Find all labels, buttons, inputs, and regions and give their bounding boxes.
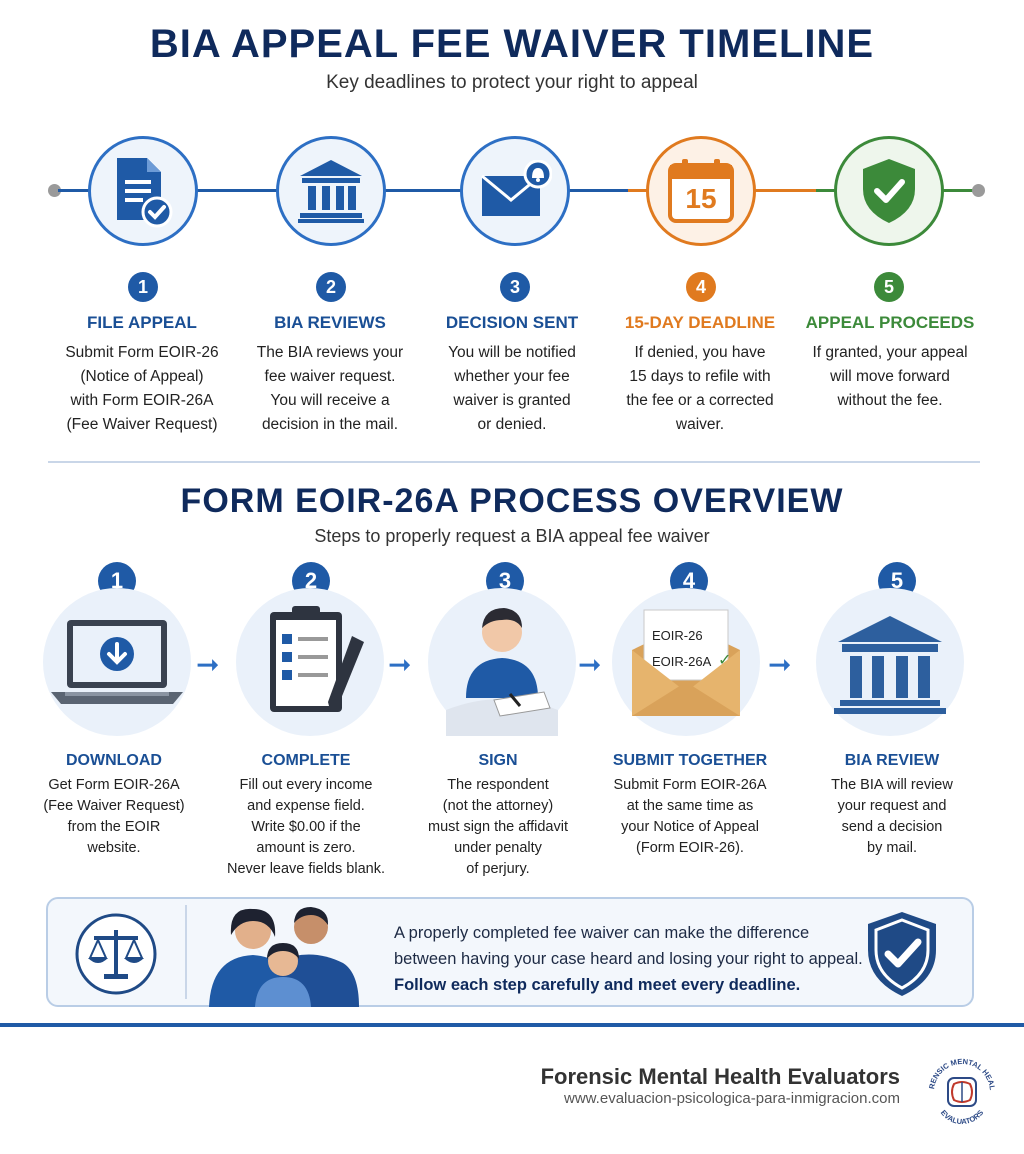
step-description-1: Get Form EOIR-26A(Fee Waiver Request)fro… [43,777,185,856]
footer-rule [0,1023,1024,1027]
logo-arc-bottom: EVALUATORS [939,1108,985,1126]
step-circle-1 [43,588,191,736]
key-message-banner [46,897,974,1007]
timeline-end-dot [972,184,985,197]
timeline-start-dot [48,184,61,197]
banner-message: A properly completed fee waiver can make… [394,924,863,994]
banner-separator [185,905,187,999]
process-title: FORM EOIR-26A PROCESS OVERVIEW [180,482,844,520]
timeline-number-1: 1 [128,272,158,302]
brand-url[interactable]: www.evaluacion-psicologica-para-inmigrac… [564,1090,900,1107]
step-circle-4: EOIR-26 EOIR-26A ✓ [612,588,760,736]
step-heading-2: COMPLETE [261,752,351,769]
shield-check-icon [868,912,936,996]
courthouse-icon [298,160,364,223]
section-divider [48,461,980,463]
timeline-number-5: 5 [874,272,904,302]
form-label-eoir-26a: EOIR-26A [652,654,712,669]
shield-check-icon [863,159,915,223]
form-label-eoir-26: EOIR-26 [652,628,703,643]
brand-name: Forensic Mental Health Evaluators [540,1064,900,1089]
process-subtitle: Steps to properly request a BIA appeal f… [314,526,710,546]
timeline-heading-3: DECISION SENT [445,313,579,332]
step-circle-5 [816,588,964,736]
timeline-circle-2 [276,136,386,246]
timeline-number-3: 3 [500,272,530,302]
arrow-right-icon: ➞ [578,649,602,680]
clipboard-checklist-icon [270,606,364,712]
timeline-heading-1: FILE APPEAL [87,313,197,332]
envelope-forms-icon [632,609,740,716]
calendar-icon [668,159,734,223]
page-subtitle: Key deadlines to protect your right to a… [326,72,698,93]
step-heading-1: DOWNLOAD [66,752,162,769]
timeline-number-4: 4 [686,272,716,302]
timeline-circle-1 [88,136,198,246]
brand-logo: FORENSIC MENTAL HEALTH EVALUATORS [921,1047,1000,1130]
timeline-heading-4: 15-DAY DEADLINE [624,313,776,332]
scales-of-justice-icon [75,913,157,995]
person-signing-icon [446,608,558,736]
step-description-3: The respondent(not the attorney)must sig… [428,777,568,877]
calendar-number: 15 [685,183,717,214]
step-heading-3: SIGN [478,752,518,769]
page-title: BIA APPEAL FEE WAIVER TIMELINE [149,22,875,66]
timeline-circle-4: 15 [646,136,756,246]
family-illustration [209,907,359,1007]
timeline-circle-5 [834,136,944,246]
step-circle-3 [428,588,576,736]
brain-logo-icon: FORENSIC MENTAL HEALTH EVALUATORS [921,1047,997,1126]
document-check-icon [117,158,173,228]
svg-text:EVALUATORS: EVALUATORS [939,1108,985,1126]
arrow-right-icon: ➞ [196,649,220,680]
arrow-right-icon: ➞ [388,649,412,680]
timeline-heading-5: APPEAL PROCEEDS [805,313,975,332]
timeline-circle-3 [460,136,570,246]
timeline-number-2: 2 [316,272,346,302]
step-heading-4: SUBMIT TOGETHER [612,752,768,769]
arrow-right-icon: ➞ [768,649,792,680]
timeline-heading-2: BIA REVIEWS [274,313,386,332]
timeline-description-1: Submit Form EOIR-26(Notice of Appeal)wit… [65,344,219,433]
step-circle-2 [236,588,384,736]
envelope-bell-icon [481,160,552,216]
checkmark-icon: ✓ [718,652,732,669]
laptop-download-icon [51,620,183,704]
courthouse-icon [834,616,946,714]
step-heading-5: BIA REVIEW [844,752,940,769]
